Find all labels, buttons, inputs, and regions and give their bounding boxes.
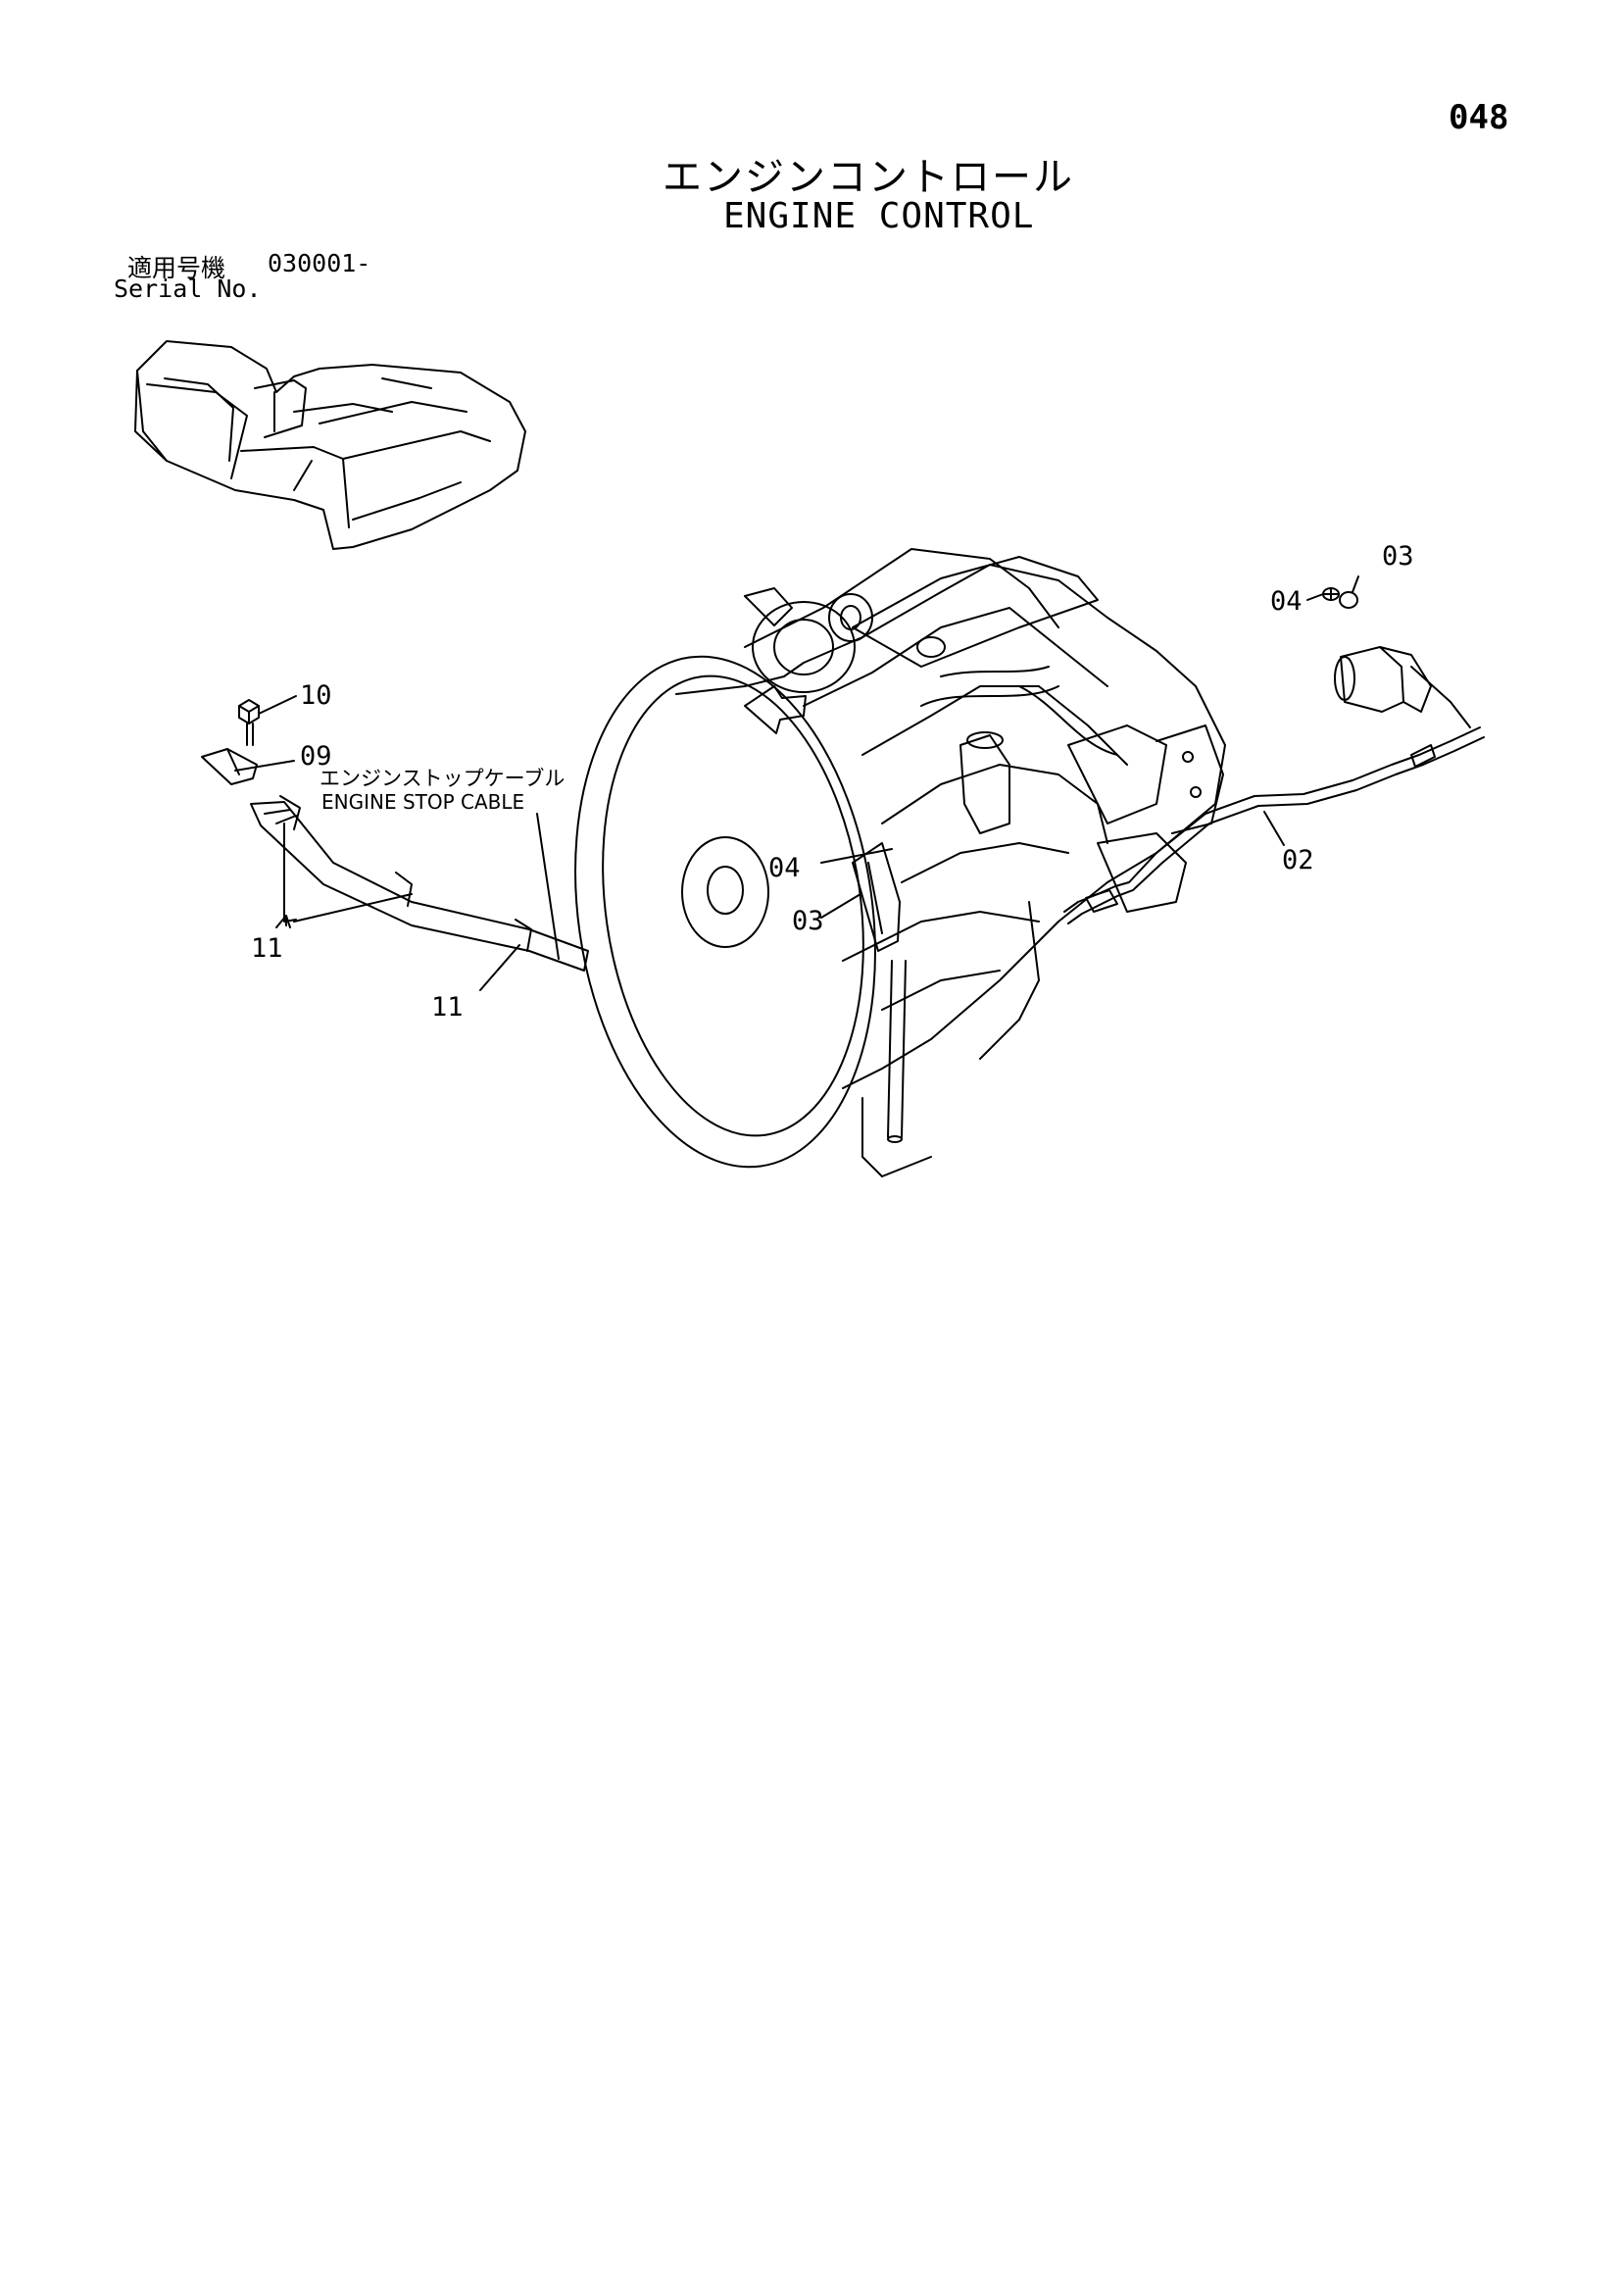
serial-label-jp: 適用号機 <box>127 254 226 282</box>
callout-10: 10 <box>300 680 332 711</box>
excavator-overview-illustration <box>134 340 526 550</box>
engine-stop-cable-assembly <box>201 695 589 991</box>
callout-11-lower: 11 <box>431 992 464 1023</box>
engine-stop-cable-label-en: ENGINE STOP CABLE <box>321 790 525 814</box>
callout-04-center: 04 <box>768 853 801 883</box>
callout-03-right: 03 <box>1382 541 1414 572</box>
page-title-en: ENGINE CONTROL <box>723 196 1035 236</box>
engine-stop-cable-label-jp: エンジンストップケーブル <box>320 767 566 790</box>
engine-control-cable <box>820 575 1485 924</box>
serial-label-en: Serial No. <box>114 275 262 303</box>
callout-02: 02 <box>1282 845 1314 875</box>
callout-11-upper: 11 <box>251 933 283 964</box>
callout-04-right: 04 <box>1270 586 1303 617</box>
page-number: 048 <box>1449 98 1509 137</box>
engine-illustration <box>574 548 1226 1177</box>
callout-03-center: 03 <box>792 906 824 936</box>
serial-number-value: 030001- <box>268 249 371 277</box>
callout-09: 09 <box>300 741 332 772</box>
page-title-jp: エンジンコントロール <box>663 155 1074 200</box>
